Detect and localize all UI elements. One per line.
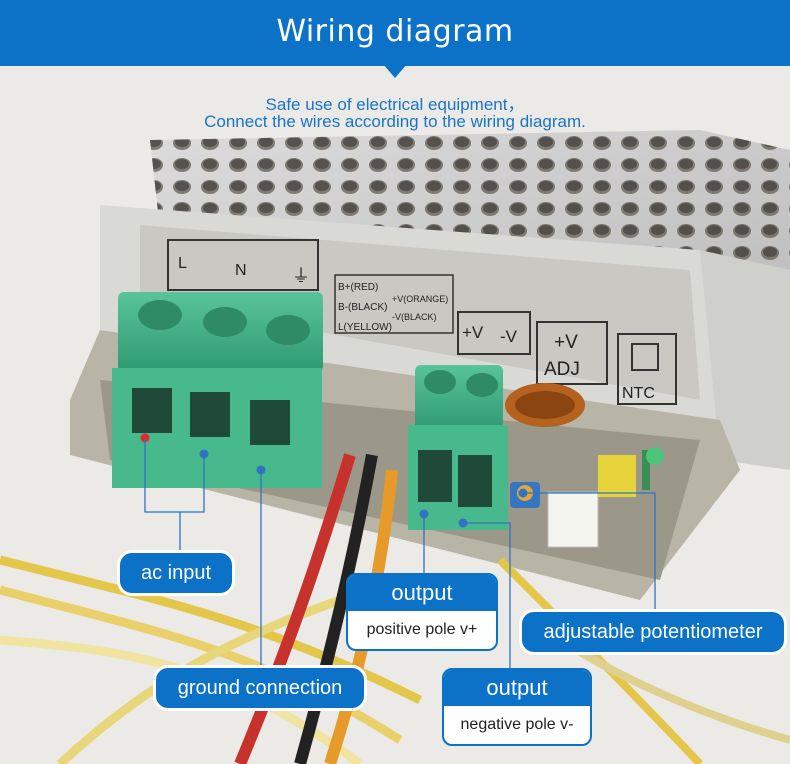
subtitle-line-1: Safe use of electrical equipment， (265, 95, 525, 114)
output-label-minus: -V (500, 327, 518, 346)
output-positive-title: output (348, 575, 496, 611)
ntc-label: NTC (622, 385, 655, 402)
header-banner (0, 0, 790, 66)
adj-label-bottom: ADJ (544, 359, 580, 380)
page-title: Wiring diagram (276, 14, 514, 49)
ac-input-callout: ac input (120, 553, 232, 593)
ground-connection-callout: ground connection (156, 668, 364, 708)
ground-symbol: ⏚ (292, 266, 310, 286)
output-negative-title: output (444, 670, 590, 706)
banner-pointer (383, 64, 407, 78)
terminal-label-n: N (235, 262, 247, 279)
power-supply-photo: L N ⏚ B+(RED) B-(BLACK) L(YELLOW) +V(ORA… (0, 66, 790, 764)
output-positive-desc: positive pole v+ (366, 621, 478, 638)
legend-b-plus: B+(RED) (338, 282, 378, 293)
legend-v-minus: -V(BLACK) (392, 312, 437, 322)
output-negative-desc: negative pole v- (460, 716, 574, 733)
legend-l: L(YELLOW) (338, 322, 392, 333)
legend-b-minus: B-(BLACK) (338, 302, 387, 313)
output-negative-callout: output negative pole v- (442, 668, 592, 746)
terminal-label-l: L (178, 255, 187, 272)
adjustable-potentiometer-callout: adjustable potentiometer (522, 612, 784, 652)
adj-label-top: +V (554, 332, 578, 353)
subtitle-line-2: Connect the wires according to the wirin… (204, 112, 586, 131)
legend-v-plus: +V(ORANGE) (392, 294, 448, 304)
output-label-plus: +V (462, 323, 484, 342)
output-positive-callout: output positive pole v+ (346, 573, 498, 651)
